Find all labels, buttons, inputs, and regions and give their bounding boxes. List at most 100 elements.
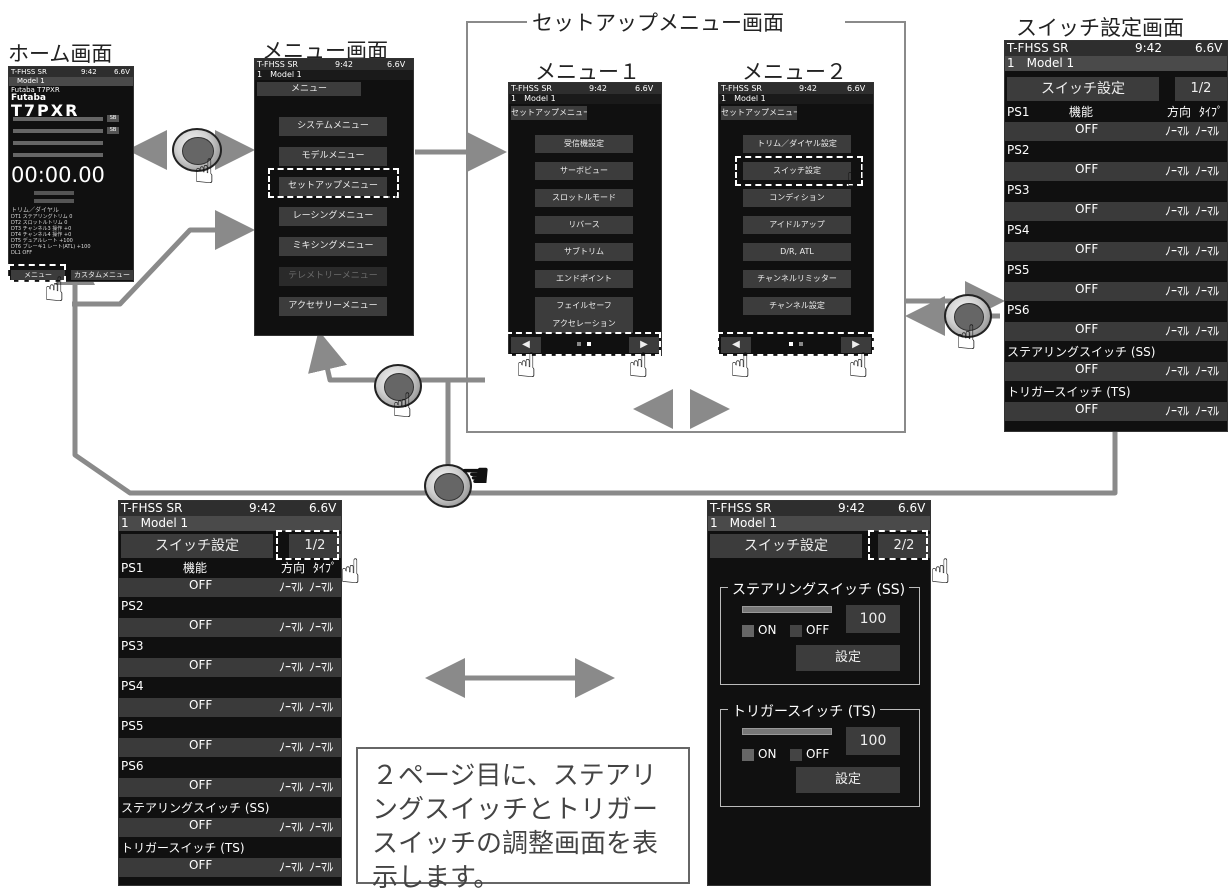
page-indicator[interactable]: 1/2 [289, 534, 341, 558]
model-bar: 1 Model 1 [119, 516, 341, 531]
throttle-mode-button[interactable]: スロットルモード [535, 189, 633, 207]
custom-menu-button[interactable]: カスタムメニュー [71, 270, 133, 280]
knob-icon [424, 464, 472, 508]
highlight-page-nav-1 [506, 332, 661, 356]
subtrim-button[interactable]: サブトリム [535, 243, 633, 261]
hand-pointer-icon: ☝ [730, 346, 751, 386]
highlight-menu-button [8, 264, 66, 282]
hand-pointer-icon: ☝ [628, 346, 649, 386]
ss-value[interactable]: 100 [846, 605, 900, 633]
row-label-text: PS5 [121, 719, 144, 733]
type-value: ﾉｰﾏﾙ [1195, 124, 1220, 138]
accessory-menu-button[interactable]: アクセサリーメニュー [279, 297, 387, 316]
direction-value: ﾉｰﾏﾙ [279, 780, 304, 794]
telemetry-menu-button[interactable]: テレメトリーメニュー [279, 267, 387, 286]
type-value: ﾉｰﾏﾙ [309, 740, 334, 754]
endpoint-button[interactable]: エンドポイント [535, 270, 633, 288]
prev-page-button[interactable]: ◀ [511, 337, 541, 353]
switch-settings-button[interactable]: スイッチ設定 [743, 162, 851, 180]
direction-value: ﾉｰﾏﾙ [279, 820, 304, 834]
reverse-button[interactable]: リバース [535, 216, 633, 234]
trim-line: DT5 デュアルレート +100 [11, 238, 73, 244]
row-label-text: ステアリングスイッチ (SS) [121, 801, 270, 815]
highlight-setup-menu [268, 168, 399, 198]
row-label-text: トリガースイッチ (TS) [121, 841, 245, 855]
ss-off-label: OFF [806, 623, 830, 637]
type-value: ﾉｰﾏﾙ [1195, 164, 1220, 178]
condition-button[interactable]: コンディション [743, 189, 851, 207]
function-value: OFF [1075, 122, 1099, 136]
receiver-settings-button[interactable]: 受信機設定 [535, 135, 633, 153]
row-label: PS5 [1005, 263, 1227, 281]
row-label-text: PS4 [121, 679, 144, 693]
row-label: PS4 [119, 679, 341, 697]
ss-slider[interactable] [742, 606, 832, 613]
function-value: OFF [1075, 282, 1099, 296]
acceleration-button[interactable]: アクセレーション [535, 315, 633, 333]
prev-page-button[interactable]: ◀ [721, 337, 751, 353]
direction-value: ﾉｰﾏﾙ [1165, 204, 1190, 218]
dr-atl-button[interactable]: D/R, ATL [743, 243, 851, 261]
menu-button[interactable]: メニュー [11, 270, 65, 280]
hand-pointer-icon: ☝ [846, 156, 867, 196]
status-bar: T-FHSS SR 9:42 6.6V [119, 501, 341, 516]
page-indicator[interactable]: 2/2 [878, 534, 930, 558]
channel-limiter-button[interactable]: チャンネルリミッター [743, 270, 851, 288]
tab-menu[interactable]: メニュー [257, 82, 361, 96]
function-value: OFF [189, 698, 213, 712]
system-label: T-FHSS SR [1007, 41, 1069, 55]
knob-icon [374, 364, 422, 408]
voltage-label: 6.6V [898, 501, 926, 515]
tab-setup-menu[interactable]: セットアップメニュー [511, 106, 587, 120]
row-label-text: PS3 [121, 639, 144, 653]
type-value: ﾉｰﾏﾙ [309, 580, 334, 594]
trim-line: DT4 チャンネル4 操作 +0 [11, 232, 72, 238]
idle-up-button[interactable]: アイドルアップ [743, 216, 851, 234]
ts-set-button[interactable]: 設定 [796, 767, 900, 793]
voltage-label: 6.6V [1195, 41, 1223, 55]
meter-1 [34, 191, 74, 195]
direction-value: ﾉｰﾏﾙ [279, 700, 304, 714]
ss-set-button[interactable]: 設定 [796, 645, 900, 671]
time-label: 9:42 [589, 84, 607, 93]
ts-slider[interactable] [742, 728, 832, 735]
function-value: OFF [189, 858, 213, 872]
racing-menu-button[interactable]: レーシングメニュー [279, 207, 387, 226]
meter-2 [34, 199, 74, 203]
setup-menu-button[interactable]: セットアップメニュー [279, 177, 387, 196]
next-page-button[interactable]: ▶ [629, 337, 659, 353]
ts-value[interactable]: 100 [846, 727, 900, 755]
page-indicator[interactable]: 1/2 [1175, 77, 1227, 101]
voltage-label: 6.6V [847, 84, 866, 93]
trim-dial-settings-button[interactable]: トリム／ダイヤル設定 [743, 135, 851, 153]
mixing-menu-button[interactable]: ミキシングメニュー [279, 237, 387, 256]
servo-view-button[interactable]: サーボビュー [535, 162, 633, 180]
system-menu-button[interactable]: システムメニュー [279, 117, 387, 136]
row-label: トリガースイッチ (TS) [1005, 383, 1227, 401]
next-page-button[interactable]: ▶ [841, 337, 871, 353]
model-menu-button[interactable]: モデルメニュー [279, 147, 387, 166]
model-bar: 1 Model 1 [708, 516, 930, 531]
setup-menu-1-screen: T-FHSS SR 9:42 6.6V 1 Model 1 セットアップメニュー… [508, 82, 662, 356]
channel-settings-button[interactable]: チャンネル設定 [743, 297, 851, 315]
row-label-text: トリガースイッチ (TS) [1007, 385, 1131, 399]
tab-setup-menu[interactable]: セットアップメニュー [721, 106, 797, 120]
hand-pointer-icon: ☝ [194, 152, 215, 192]
failsafe-button[interactable]: フェイルセーフ [535, 297, 633, 315]
